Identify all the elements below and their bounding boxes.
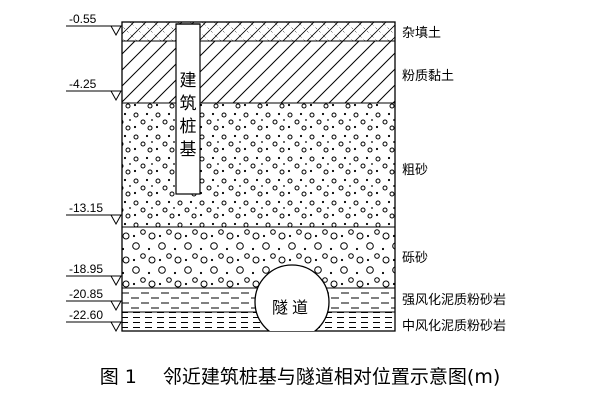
layer-name: 杂填土 [402,26,441,41]
elevation-label: -20.85 [69,287,103,301]
layer-name: 粉质黏土 [402,68,454,84]
elevation-label: -22.60 [69,308,103,322]
figure-title: 邻近建筑桩基与隧道相对位置示意图(m) [162,366,501,388]
layer-silty-clay [122,41,395,103]
layer-moderately-weathered [122,312,395,331]
elevation-marker: -22.60 [66,308,122,333]
soil-layers [122,22,395,331]
layer-fill [122,22,395,41]
elevation-label: -4.25 [69,77,97,91]
layer-names: 杂填土 粉质黏土 粗砂 砾砂 强风化泥质粉砂岩 中风化泥质粉砂岩 [402,26,506,334]
figure-number: 图 1 [99,366,137,388]
pile-label-char-2: 筑 [180,94,197,114]
layer-name: 强风化泥质粉砂岩 [402,293,506,308]
elevation-label: -0.55 [69,12,97,26]
layer-boundaries [121,21,396,332]
layer-name: 中风化泥质粉砂岩 [402,319,506,334]
layer-name: 砾砂 [402,251,428,266]
pile-label-char-4: 基 [180,140,197,160]
elevation-markers: -0.55 -4.25 -13.15 -18.95 -20.85 -22.60 [66,12,122,333]
elevation-marker: -0.55 [66,12,122,37]
layer-coarse-sand [122,103,395,227]
profile-frame [121,21,396,332]
elevation-marker: -20.85 [66,287,122,312]
elevation-marker: -13.15 [66,201,122,226]
tunnel [254,264,330,331]
elevation-marker: -18.95 [66,262,122,287]
building-pile: 建 筑 桩 基 [175,23,201,195]
pile-label-char-3: 桩 [180,117,197,137]
pile-label-char-1: 建 [180,71,197,91]
soil-profile-diagram: 建 筑 桩 基 隧道 -0.55 -4.25 -13.15 -18.95 [66,12,506,334]
elevation-label: -13.15 [69,201,103,215]
elevation-marker: -4.25 [66,77,122,102]
elevation-label: -18.95 [69,262,103,276]
tunnel-label: 隧道 [272,298,312,317]
figure-caption: 图 1 邻近建筑桩基与隧道相对位置示意图(m) [0,362,600,389]
layer-name: 粗砂 [402,163,428,178]
layer-gravel-sand [122,227,395,288]
